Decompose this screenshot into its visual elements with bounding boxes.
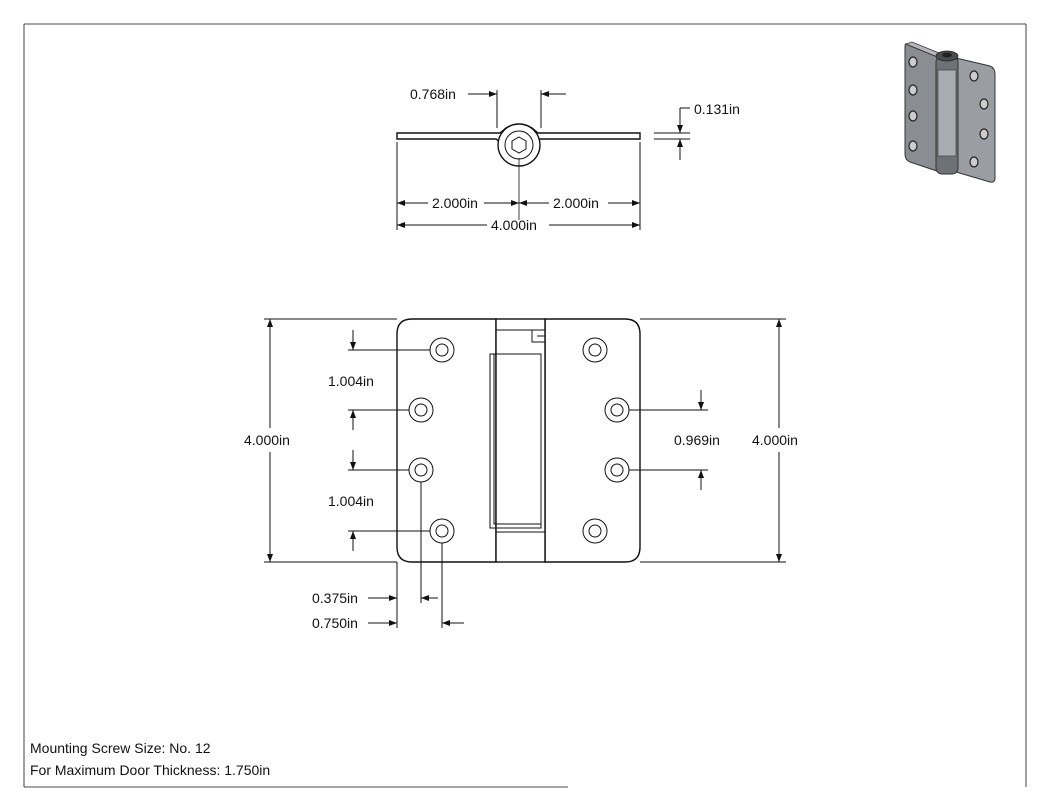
sheet-border xyxy=(23,23,1027,788)
edge-to-hole-dimension-2: 0.750in xyxy=(312,615,358,631)
bottom-hole-spacing-dimension: 1.004in xyxy=(328,493,374,509)
top-hole-spacing-dimension: 1.004in xyxy=(328,373,374,389)
hinge-isometric-view xyxy=(904,41,996,183)
door-thickness-note: For Maximum Door Thickness: 1.750in xyxy=(30,762,271,778)
right-height-dimension: 4.000in xyxy=(752,432,798,448)
top-view: 0.768in 0.131in 2.000in 2.000in 4.000in xyxy=(396,86,740,233)
leaf-thickness-dimension: 0.131in xyxy=(694,101,740,117)
left-leaf-width-dimension: 2.000in xyxy=(432,195,478,211)
overall-width-dimension: 4.000in xyxy=(491,217,537,233)
right-hole-offset-dimension: 0.969in xyxy=(674,432,720,448)
edge-to-hole-dimension-1: 0.375in xyxy=(312,590,358,606)
front-view: 4.000in 4.000in 1.004in 1.004in 0. xyxy=(244,318,798,631)
pin-offset-dimension: 0.768in xyxy=(410,86,456,102)
right-leaf-width-dimension: 2.000in xyxy=(553,195,599,211)
left-height-dimension: 4.000in xyxy=(244,432,290,448)
screw-size-note: Mounting Screw Size: No. 12 xyxy=(30,740,211,756)
